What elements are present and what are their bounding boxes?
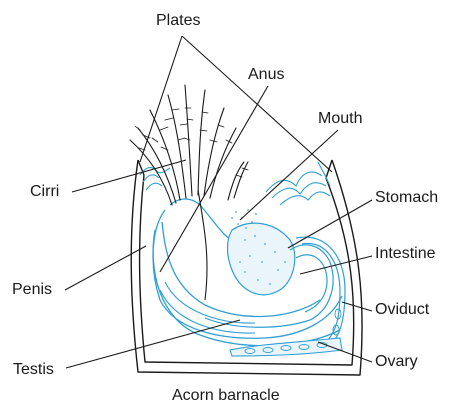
label-cirri: Cirri (30, 183, 59, 201)
leader-penis (65, 246, 146, 290)
leader-stomach (288, 200, 372, 248)
stomach-region (228, 223, 295, 295)
penis (198, 190, 207, 300)
testis (160, 282, 255, 333)
label-intestine: Intestine (375, 245, 435, 263)
label-oviduct: Oviduct (375, 301, 429, 319)
label-penis: Penis (12, 281, 52, 299)
leader-intestine (300, 256, 372, 274)
label-anus: Anus (248, 66, 284, 84)
label-testis: Testis (13, 361, 54, 379)
label-plates: Plates (156, 12, 200, 30)
shell-plates (140, 162, 330, 205)
label-ovary: Ovary (375, 353, 418, 371)
leader-mouth (240, 130, 338, 220)
leader-testis (66, 320, 240, 368)
diagram-caption: Acorn barnacle (172, 387, 280, 405)
leader-plates-left (140, 36, 182, 162)
leader-oviduct (342, 302, 372, 311)
leader-lines (65, 36, 372, 368)
label-stomach: Stomach (375, 189, 438, 207)
leader-cirri (72, 160, 186, 192)
label-mouth: Mouth (318, 110, 362, 128)
